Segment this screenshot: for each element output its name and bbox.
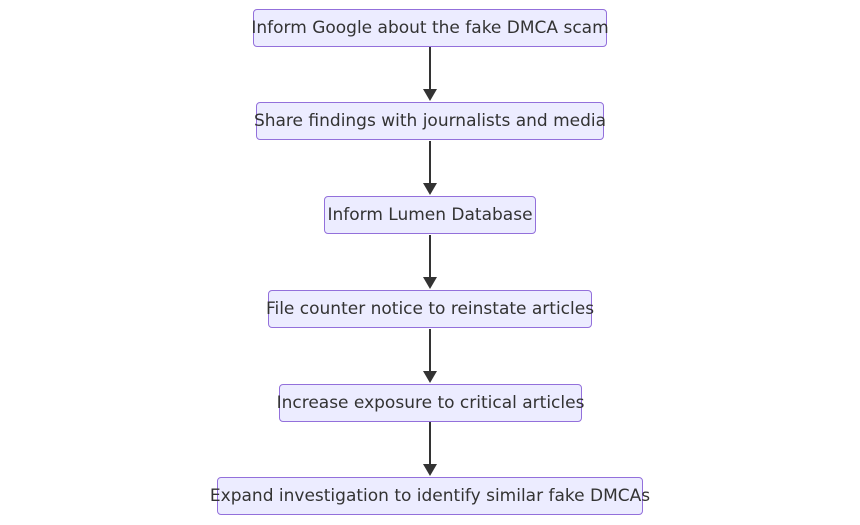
node-increase-exposure: Increase exposure to critical articles — [276, 384, 585, 422]
node-label: Expand investigation to identify similar… — [209, 486, 651, 506]
node-label: Inform Google about the fake DMCA scam — [251, 18, 609, 38]
node-file-counter-notice: File counter notice to reinstate article… — [265, 290, 595, 328]
node-inform-google: Inform Google about the fake DMCA scam — [251, 9, 609, 47]
node-label: Increase exposure to critical articles — [276, 393, 585, 413]
edge-n3-n4 — [423, 235, 437, 289]
node-inform-lumen: Inform Lumen Database — [324, 196, 536, 234]
edge-n2-n3 — [423, 141, 437, 195]
node-expand-investigation: Expand investigation to identify similar… — [210, 477, 650, 515]
node-share-findings: Share findings with journalists and medi… — [253, 102, 607, 140]
node-label: Inform Lumen Database — [327, 205, 533, 225]
edge-n4-n5 — [423, 329, 437, 383]
edge-n5-n6 — [423, 422, 437, 476]
node-label: Share findings with journalists and medi… — [253, 111, 607, 131]
node-label: File counter notice to reinstate article… — [265, 299, 595, 319]
edge-n1-n2 — [423, 47, 437, 101]
